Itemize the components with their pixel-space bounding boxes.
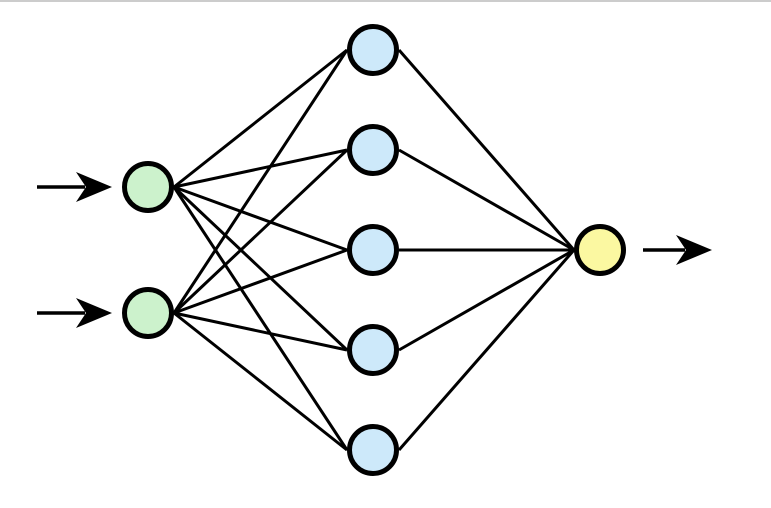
connection-h4-o1 [398, 248, 575, 352]
connection-i1-h5 [172, 186, 349, 451]
connection-i2-h5 [173, 311, 348, 452]
input-arrow-2-head-icon [76, 298, 112, 328]
hidden-node-5 [347, 424, 399, 476]
output-node-1 [574, 224, 626, 276]
connection-h1-o1 [397, 49, 576, 251]
input-arrow-2 [37, 298, 112, 328]
hidden-node-1 [347, 24, 399, 76]
output-arrow-head-icon [676, 235, 712, 265]
connection-i1-h4 [172, 185, 349, 352]
hidden-node-2 [347, 124, 399, 176]
connection-i1-h2 [173, 148, 348, 189]
connection-i2-h3 [173, 248, 348, 315]
input-node-1 [122, 161, 174, 213]
connection-h5-o1 [397, 249, 576, 451]
connection-i2-h4 [173, 311, 348, 352]
connection-i1-h3 [173, 185, 348, 252]
hidden-node-4 [347, 324, 399, 376]
connection-i2-h1 [172, 49, 349, 314]
hidden-node-3 [347, 224, 399, 276]
connection-h2-o1 [398, 148, 575, 252]
connection-i2-h2 [172, 148, 349, 315]
output-arrow [643, 235, 712, 265]
top-border-line [0, 0, 771, 2]
input-arrow-1-head-icon [76, 172, 112, 202]
connection-i1-h1 [173, 48, 348, 189]
input-node-2 [122, 287, 174, 339]
input-arrow-1 [37, 172, 112, 202]
